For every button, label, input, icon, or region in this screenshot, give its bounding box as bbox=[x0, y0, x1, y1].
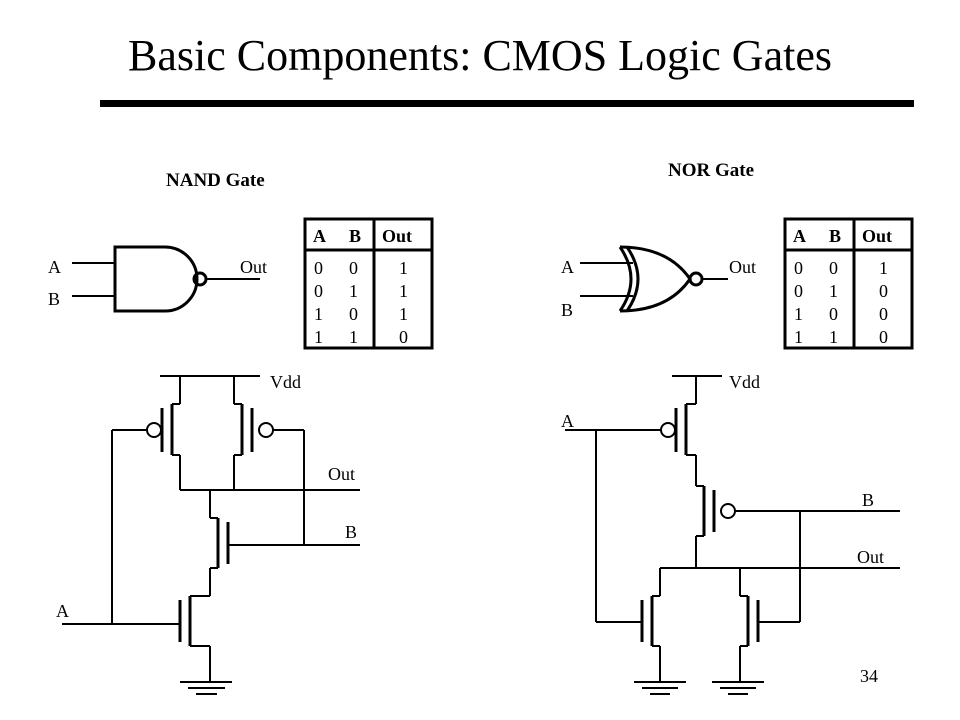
nor-table-cell: 1 bbox=[794, 327, 803, 347]
nand-table-cell: 0 bbox=[349, 258, 358, 278]
nand-table-cell: 1 bbox=[349, 281, 358, 301]
nand-table-cell: 0 bbox=[399, 327, 408, 347]
nor-symbol-input-a: A bbox=[561, 257, 574, 277]
nor-table-cell: 0 bbox=[879, 327, 888, 347]
nor-table-cell: 0 bbox=[794, 258, 803, 278]
nand-table-cell: 1 bbox=[399, 304, 408, 324]
nand-table-header-out: Out bbox=[382, 226, 412, 246]
nor-table-cell: 1 bbox=[879, 258, 888, 278]
nand-symbol-output: Out bbox=[240, 257, 267, 277]
nand-gate-symbol bbox=[72, 245, 260, 313]
nor-circuit-out-label: Out bbox=[857, 547, 884, 567]
nor-table-header-out: Out bbox=[862, 226, 892, 246]
page-number: 34 bbox=[860, 666, 878, 686]
nand-table-cell: 1 bbox=[314, 327, 323, 347]
nor-table-header-a: A bbox=[793, 226, 806, 246]
nand-symbol-input-a: A bbox=[48, 257, 61, 277]
nand-table-header-a: A bbox=[313, 226, 326, 246]
nor-circuit-b-label: B bbox=[862, 490, 874, 510]
nor-table-cell: 1 bbox=[829, 281, 838, 301]
nor-table-cell: 0 bbox=[879, 304, 888, 324]
nand-table-header-b: B bbox=[349, 226, 361, 246]
nand-circuit-b-label: B bbox=[345, 522, 357, 542]
nor-circuit-a-label: A bbox=[561, 411, 574, 431]
nand-table-cell: 1 bbox=[399, 258, 408, 278]
slide-title: Basic Components: CMOS Logic Gates bbox=[128, 31, 832, 80]
nand-table-cell: 0 bbox=[314, 258, 323, 278]
nand-heading: NAND Gate bbox=[166, 170, 265, 191]
nor-cmos-circuit bbox=[565, 375, 900, 695]
nor-table-cell: 0 bbox=[829, 258, 838, 278]
nor-table-cell: 0 bbox=[879, 281, 888, 301]
nor-table-cell: 0 bbox=[829, 304, 838, 324]
nand-table-cell: 0 bbox=[314, 281, 323, 301]
nand-truth-table bbox=[303, 217, 434, 350]
nor-table-header-b: B bbox=[829, 226, 841, 246]
nand-circuit-out-label: Out bbox=[328, 464, 355, 484]
nand-table-cell: 0 bbox=[349, 304, 358, 324]
nor-symbol-input-b: B bbox=[561, 300, 573, 320]
nor-table-cell: 1 bbox=[794, 304, 803, 324]
title-underline bbox=[100, 100, 914, 107]
nand-symbol-input-b: B bbox=[48, 289, 60, 309]
nor-table-cell: 0 bbox=[794, 281, 803, 301]
nand-circuit-a-label: A bbox=[56, 601, 69, 621]
nor-truth-table bbox=[783, 217, 914, 350]
nand-cmos-circuit bbox=[62, 375, 360, 695]
nor-circuit-vdd-label: Vdd bbox=[729, 372, 760, 392]
nor-symbol-output: Out bbox=[729, 257, 756, 277]
nor-heading: NOR Gate bbox=[668, 160, 754, 181]
nand-circuit-vdd-label: Vdd bbox=[270, 372, 301, 392]
nor-table-cell: 1 bbox=[829, 327, 838, 347]
nand-table-cell: 1 bbox=[399, 281, 408, 301]
nor-gate-symbol bbox=[580, 245, 728, 313]
nand-table-cell: 1 bbox=[314, 304, 323, 324]
nand-table-cell: 1 bbox=[349, 327, 358, 347]
